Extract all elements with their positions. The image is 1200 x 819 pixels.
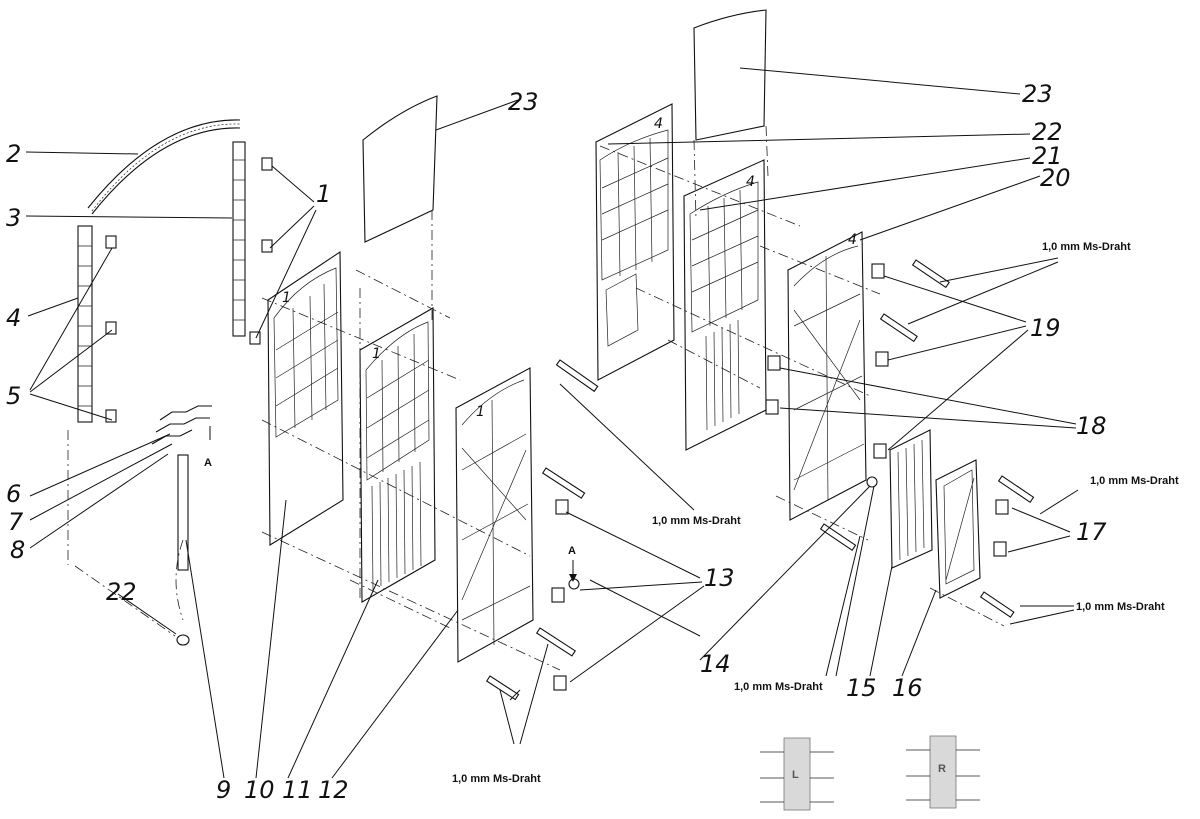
label-8: 8 [10, 536, 25, 564]
label-5: 5 [6, 382, 21, 410]
assembly-lines-right [599, 125, 1005, 627]
label-20: 20 [1040, 164, 1071, 192]
door-glazing-panel-23-left [362, 95, 438, 243]
label-23-right: 23 [1022, 80, 1053, 108]
wire-label-1: 1,0 mm Ms-Draht [652, 515, 741, 527]
door-outer-panel-part-10 [267, 250, 344, 546]
label-7: 7 [8, 508, 24, 536]
label-13: 13 [704, 564, 735, 592]
leader-lines [25, 67, 1079, 779]
door-frame-part-12 [455, 367, 534, 663]
arrow-mark-a-top: A [204, 457, 212, 469]
inset-mark-left: L [792, 769, 799, 781]
label-21: 21 [1032, 142, 1063, 170]
door-mark-right-mid: 4 [746, 174, 755, 190]
door-mark-right-frame: 4 [848, 232, 857, 248]
label-23-left: 23 [508, 88, 539, 116]
latch-hardware-parts-6-7-8 [151, 405, 212, 445]
label-18: 18 [1076, 412, 1107, 440]
door-mark-left-frame: 1 [476, 404, 485, 420]
wire-label-2: 1,0 mm Ms-Draht [452, 773, 541, 785]
door-inner-panel-right [683, 159, 767, 451]
center-line-left [67, 430, 176, 637]
door-mark-left-outer: 1 [282, 290, 291, 306]
door-glazing-panel-23-right [693, 9, 767, 141]
door-marks: 1 1 1 4 4 4 [282, 116, 857, 420]
door-outer-panel-right [595, 103, 675, 381]
inset-mark-right: R [938, 763, 946, 775]
inset-marks: L R [792, 763, 946, 781]
wire-label-6: 1,0 mm Ms-Draht [1076, 601, 1165, 613]
assembly-lines-left [261, 210, 561, 671]
label-3: 3 [6, 204, 21, 232]
wire-label-3: 1,0 mm Ms-Draht [734, 681, 823, 693]
wire-labels: 1,0 mm Ms-Draht 1,0 mm Ms-Draht 1,0 mm M… [452, 241, 1179, 785]
wire-pins-left [485, 359, 599, 701]
door-inner-panel-part-11 [359, 307, 436, 603]
brick-wall-right-part-3 [232, 141, 246, 337]
part-number-labels: 1 2 3 4 5 6 7 8 9 10 11 12 13 14 15 16 1… [6, 80, 1107, 804]
label-10: 10 [244, 776, 275, 804]
hinge-inset-right [906, 735, 980, 809]
locking-bar-part-9 [175, 454, 190, 646]
door-mark-right-outer: 4 [654, 116, 663, 132]
arrow-marks: A A [204, 426, 577, 582]
arrow-mark-a-mid: A [568, 545, 576, 557]
label-22-right: 22 [1032, 118, 1063, 146]
label-16: 16 [892, 674, 923, 702]
label-9: 9 [216, 776, 231, 804]
label-4: 4 [6, 304, 21, 332]
label-17: 17 [1076, 518, 1107, 546]
wire-pins-right [765, 259, 1035, 618]
hinge-inset-left [760, 737, 834, 811]
label-2: 2 [6, 140, 21, 168]
wire-label-5: 1,0 mm Ms-Draht [1090, 475, 1179, 487]
small-frame-part-16 [935, 459, 981, 599]
label-22-left: 22 [106, 578, 137, 606]
label-12: 12 [318, 776, 349, 804]
label-1: 1 [316, 180, 331, 208]
label-11: 11 [282, 776, 313, 804]
brick-wall-left-part-4 [77, 225, 93, 423]
hinge-brackets-wall [105, 157, 273, 423]
wire-label-4: 1,0 mm Ms-Draht [1042, 241, 1131, 253]
label-6: 6 [6, 480, 21, 508]
arch-lintel-part-2 [87, 119, 241, 215]
door-frame-right-part-20 [787, 231, 867, 521]
arrow-a-mid-head [569, 574, 577, 582]
small-grille-part-15 [889, 429, 933, 569]
label-15: 15 [846, 674, 877, 702]
door-mark-left-mid: 1 [372, 346, 381, 362]
label-14: 14 [700, 650, 731, 678]
label-19: 19 [1030, 314, 1061, 342]
